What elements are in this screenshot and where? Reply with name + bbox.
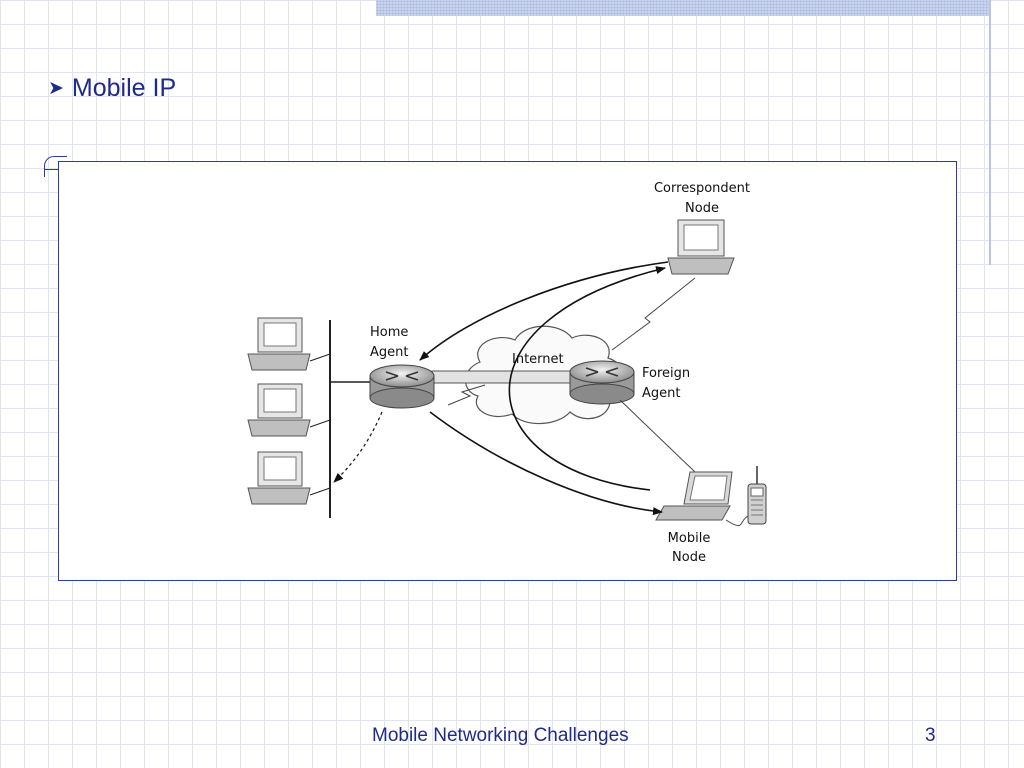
home-agent-label-line2: Agent	[370, 345, 408, 360]
arrow-bullet-icon: ➤	[48, 78, 64, 99]
home-to-mobile-arrow	[429, 411, 663, 516]
frame-corner-mark	[44, 156, 67, 177]
foreign-agent-label-line2: Agent	[642, 386, 680, 401]
mobile-node-label-line1: Mobile	[668, 531, 711, 546]
home-agent-label-line1: Home	[370, 325, 408, 340]
foreign-mobile-link	[619, 399, 696, 473]
foreign-agent-router-icon	[569, 360, 635, 405]
internet-label: Internet	[512, 352, 564, 367]
home-lan-computer-2-icon	[247, 383, 331, 437]
page-number: 3	[925, 725, 936, 746]
slide-title-text: Mobile IP	[71, 74, 177, 102]
slide-footer: Mobile Networking Challenges	[372, 725, 629, 746]
top-decorative-band	[376, 0, 990, 16]
correspondent-node-computer-icon	[667, 219, 735, 275]
foreign-agent-label-line1: Foreign	[642, 366, 690, 381]
tunnel-link	[431, 370, 575, 384]
slide-title: ➤ Mobile IP	[48, 74, 176, 103]
home-agent-router-icon	[369, 364, 435, 409]
home-lan-computer-3-icon	[247, 451, 331, 505]
correspondent-to-home-arrow	[419, 261, 669, 361]
mobile-node-laptop-icon	[655, 471, 733, 521]
home-to-lan-dashed-arrow	[333, 411, 383, 483]
mobile-node-label-line2: Node	[672, 550, 706, 565]
home-lan-computer-1-icon	[247, 317, 331, 371]
home-internet-link	[447, 384, 486, 406]
mobile-phone-icon	[725, 466, 767, 527]
correspondent-label-line1: Correspondent	[654, 181, 750, 196]
frame-corner-tick	[44, 169, 58, 170]
correspondent-link	[611, 277, 696, 351]
mobile-to-correspondent-arrow	[508, 266, 666, 491]
correspondent-label-line2: Node	[685, 201, 719, 216]
right-decorative-rule	[989, 0, 991, 265]
